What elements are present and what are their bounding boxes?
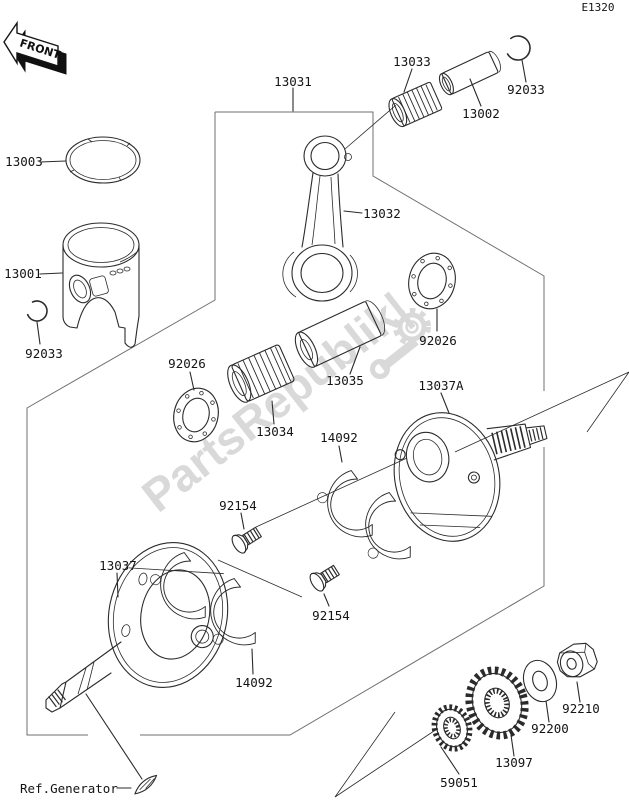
part-woodruff-key: [134, 774, 158, 795]
label-92200: 92200: [531, 721, 569, 736]
ref-generator-label: Ref.Generator: [20, 781, 118, 796]
assembly-box-outline: [26, 111, 545, 736]
part-flange-bolt-lower: [309, 564, 340, 592]
label-13034: 13034: [256, 424, 294, 439]
label-92210: 92210: [562, 701, 600, 716]
part-connecting-rod: [282, 135, 358, 302]
front-arrow: FRONT: [3, 20, 67, 75]
label-92026-left: 92026: [168, 356, 206, 371]
part-small-end-bearing: [388, 81, 443, 128]
part-washer: [522, 659, 558, 703]
part-bearing-cap-upper: [317, 470, 411, 560]
label-13035: 13035: [326, 373, 364, 388]
label-13097: 13097: [495, 755, 533, 770]
front-arrow-face: [3, 20, 59, 67]
part-big-end-bearing: [227, 344, 295, 403]
part-circlip-right: [505, 35, 531, 61]
part-piston-ring: [65, 136, 141, 184]
part-labels: 13031 13033 13002 92033 13003 13001 9203…: [4, 54, 600, 790]
part-piston: [62, 222, 140, 348]
label-13031: 13031: [274, 74, 312, 89]
label-13037A: 13037A: [418, 378, 464, 393]
part-circlip-left: [26, 300, 48, 322]
label-92154-upper: 92154: [219, 498, 257, 513]
part-bearing-cap-lower: [150, 552, 256, 646]
label-92033-left: 92033: [25, 346, 63, 361]
label-92033-top: 92033: [507, 82, 545, 97]
part-piston-pin: [438, 50, 501, 96]
label-13003: 13003: [5, 154, 43, 169]
label-92026-right: 92026: [419, 333, 457, 348]
label-59051: 59051: [440, 775, 478, 790]
label-13001: 13001: [4, 266, 42, 281]
watermark-text: PartsRepublik|: [132, 283, 418, 522]
part-flange-bolt-upper: [231, 526, 262, 554]
part-nut: [556, 642, 598, 678]
label-13037: 13037: [99, 558, 137, 573]
label-13002: 13002: [462, 106, 500, 121]
watermark-logo-wrench-icon: [370, 337, 419, 379]
part-gear-primary: [465, 666, 529, 740]
assembly-axis-lines: [217, 104, 629, 798]
piston-ring-end-detail: [109, 266, 131, 276]
diagram-code: E1320: [581, 1, 614, 14]
leader-lines: [36, 59, 581, 789]
part-crank-half-left: [45, 541, 229, 713]
part-crank-pin: [294, 300, 386, 368]
crank-left-shaft: [45, 641, 122, 713]
label-13033: 13033: [393, 54, 431, 69]
label-92154-lower: 92154: [312, 608, 350, 623]
part-crank-half-right: [393, 412, 548, 542]
label-14092-lower: 14092: [235, 675, 273, 690]
label-13032: 13032: [363, 206, 401, 221]
part-thrust-washer-left: [173, 387, 219, 443]
label-14092-upper: 14092: [320, 430, 358, 445]
part-thrust-washer-right: [408, 252, 456, 310]
